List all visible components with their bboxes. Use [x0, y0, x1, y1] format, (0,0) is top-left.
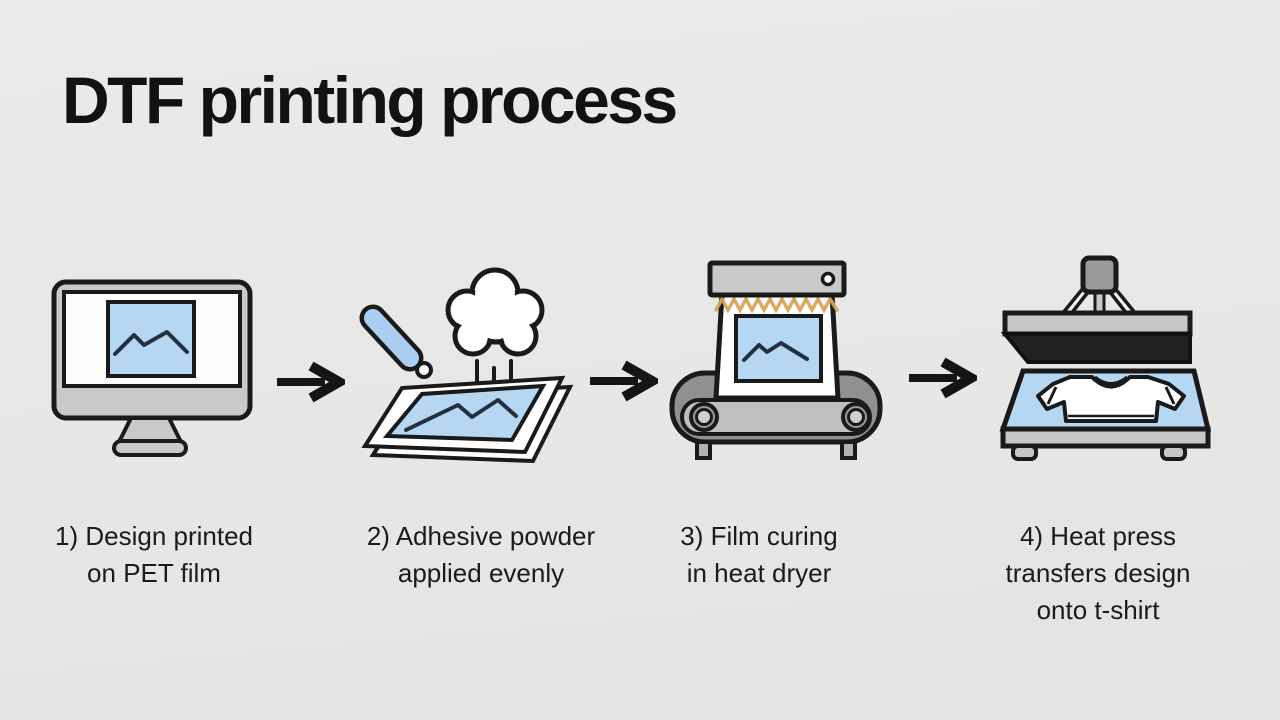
heat-rays: [714, 295, 839, 314]
upper-platen-heater: [1000, 332, 1192, 364]
mountain-graphic: [113, 330, 189, 356]
powder-shaker: [359, 304, 433, 379]
press-foot-left: [1011, 444, 1038, 461]
caption-line: on PET film: [87, 558, 221, 588]
dryer-leg-left: [695, 440, 712, 460]
upper-platen-top: [1002, 310, 1193, 337]
monitor-base: [112, 439, 188, 457]
heater-indicator: [820, 271, 836, 287]
arrow-right-icon: [590, 360, 658, 402]
dryer-leg-right: [840, 440, 857, 460]
caption-line: in heat dryer: [686, 558, 832, 588]
powder-cloud: [445, 267, 545, 357]
mountain-graphic: [742, 341, 809, 362]
monitor-with-design-icon: [51, 279, 253, 457]
monitor-stand: [115, 416, 185, 444]
t-shirt: [1036, 375, 1186, 423]
t-shirt-collar: [1094, 375, 1128, 385]
conveyor-heat-dryer-icon: [669, 260, 883, 460]
film-design-area: [734, 314, 823, 383]
caption-line: 1) Design printed: [55, 521, 253, 551]
heater-bar: [707, 260, 847, 298]
caption-line: onto t-shirt: [1036, 595, 1160, 625]
arrow-right-icon: [277, 361, 345, 403]
caption-line: 3) Film curing: [680, 521, 838, 551]
caption-line: transfers design: [1005, 558, 1191, 588]
step-3-caption: 3) Film curing in heat dryer: [680, 518, 837, 592]
step-2-caption: 2) Adhesive powder applied evenly: [367, 518, 595, 592]
caption-line: applied evenly: [397, 558, 565, 588]
press-knob: [1080, 255, 1119, 295]
page-title: DTF printing process: [62, 63, 678, 137]
step-4-caption: 4) Heat press transfers design onto t-sh…: [1006, 518, 1191, 629]
arrow-right-icon: [909, 357, 977, 399]
heat-press-tshirt-icon: [999, 255, 1212, 461]
mountain-graphic: [404, 398, 518, 432]
caption-line: 4) Heat press: [1019, 521, 1177, 551]
press-foot-right: [1160, 444, 1187, 461]
step-1-caption: 1) Design printed on PET film: [55, 518, 253, 592]
lower-platen-side: [1000, 426, 1211, 449]
caption-line: 2) Adhesive powder: [366, 521, 596, 551]
powder-shaker-over-film-icon: [359, 267, 574, 464]
